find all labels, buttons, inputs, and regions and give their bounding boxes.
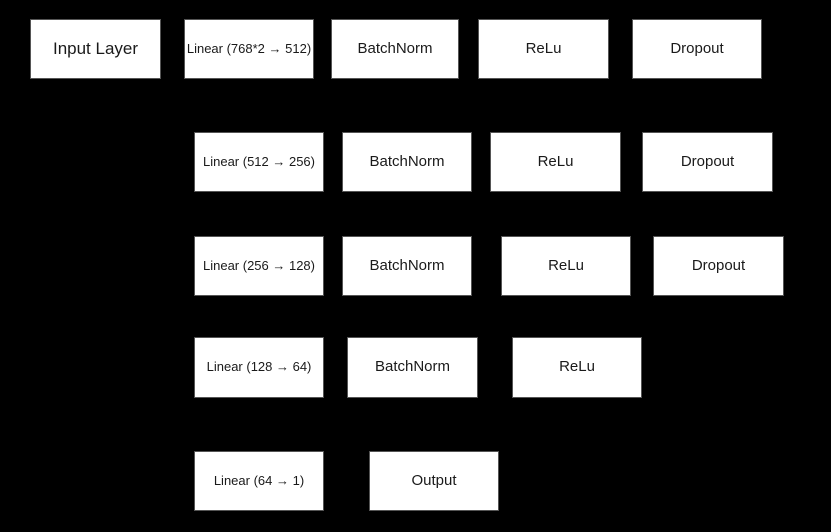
batchnorm-box: BatchNorm [347,337,478,398]
relu-box: ReLu [501,236,631,296]
box-label: Linear (64 → 1) [213,472,305,488]
linear-512-256-box: Linear (512 → 256) [194,132,324,192]
box-label: ReLu [525,39,562,57]
linear-256-128-box: Linear (256 → 128) [194,236,324,296]
dropout-box: Dropout [632,19,762,79]
box-label: ReLu [559,358,595,376]
output-box: Output [369,451,499,511]
dropout-box: Dropout [642,132,773,192]
relu-box: ReLu [478,19,609,79]
linear-128-64-box: Linear (128 → 64) [194,337,324,398]
box-label: BatchNorm [369,256,445,274]
relu-box: ReLu [512,337,642,398]
box-label: Dropout [670,39,724,57]
box-label: Linear (256 → 128) [202,257,315,273]
box-label: BatchNorm [357,39,433,57]
relu-box: ReLu [490,132,621,192]
dropout-box: Dropout [653,236,784,296]
box-label: ReLu [548,256,584,274]
input-layer-box: Input Layer [30,19,161,79]
box-label: BatchNorm [369,152,445,170]
box-label: BatchNorm [374,358,451,376]
batchnorm-box: BatchNorm [331,19,459,79]
batchnorm-box: BatchNorm [342,236,472,296]
box-label: Linear (512 → 256) [202,153,315,169]
box-label: Dropout [691,256,746,274]
linear-64-1-box: Linear (64 → 1) [194,451,324,511]
box-label: Output [411,471,457,489]
box-label: Input Layer [52,38,139,58]
box-label: Dropout [680,152,735,170]
box-label: Linear (768*2 → 512) [186,40,312,56]
box-label: Linear (128 → 64) [206,359,312,375]
box-label: ReLu [537,152,574,170]
batchnorm-box: BatchNorm [342,132,472,192]
linear-768-2-512-box: Linear (768*2 → 512) [184,19,314,79]
